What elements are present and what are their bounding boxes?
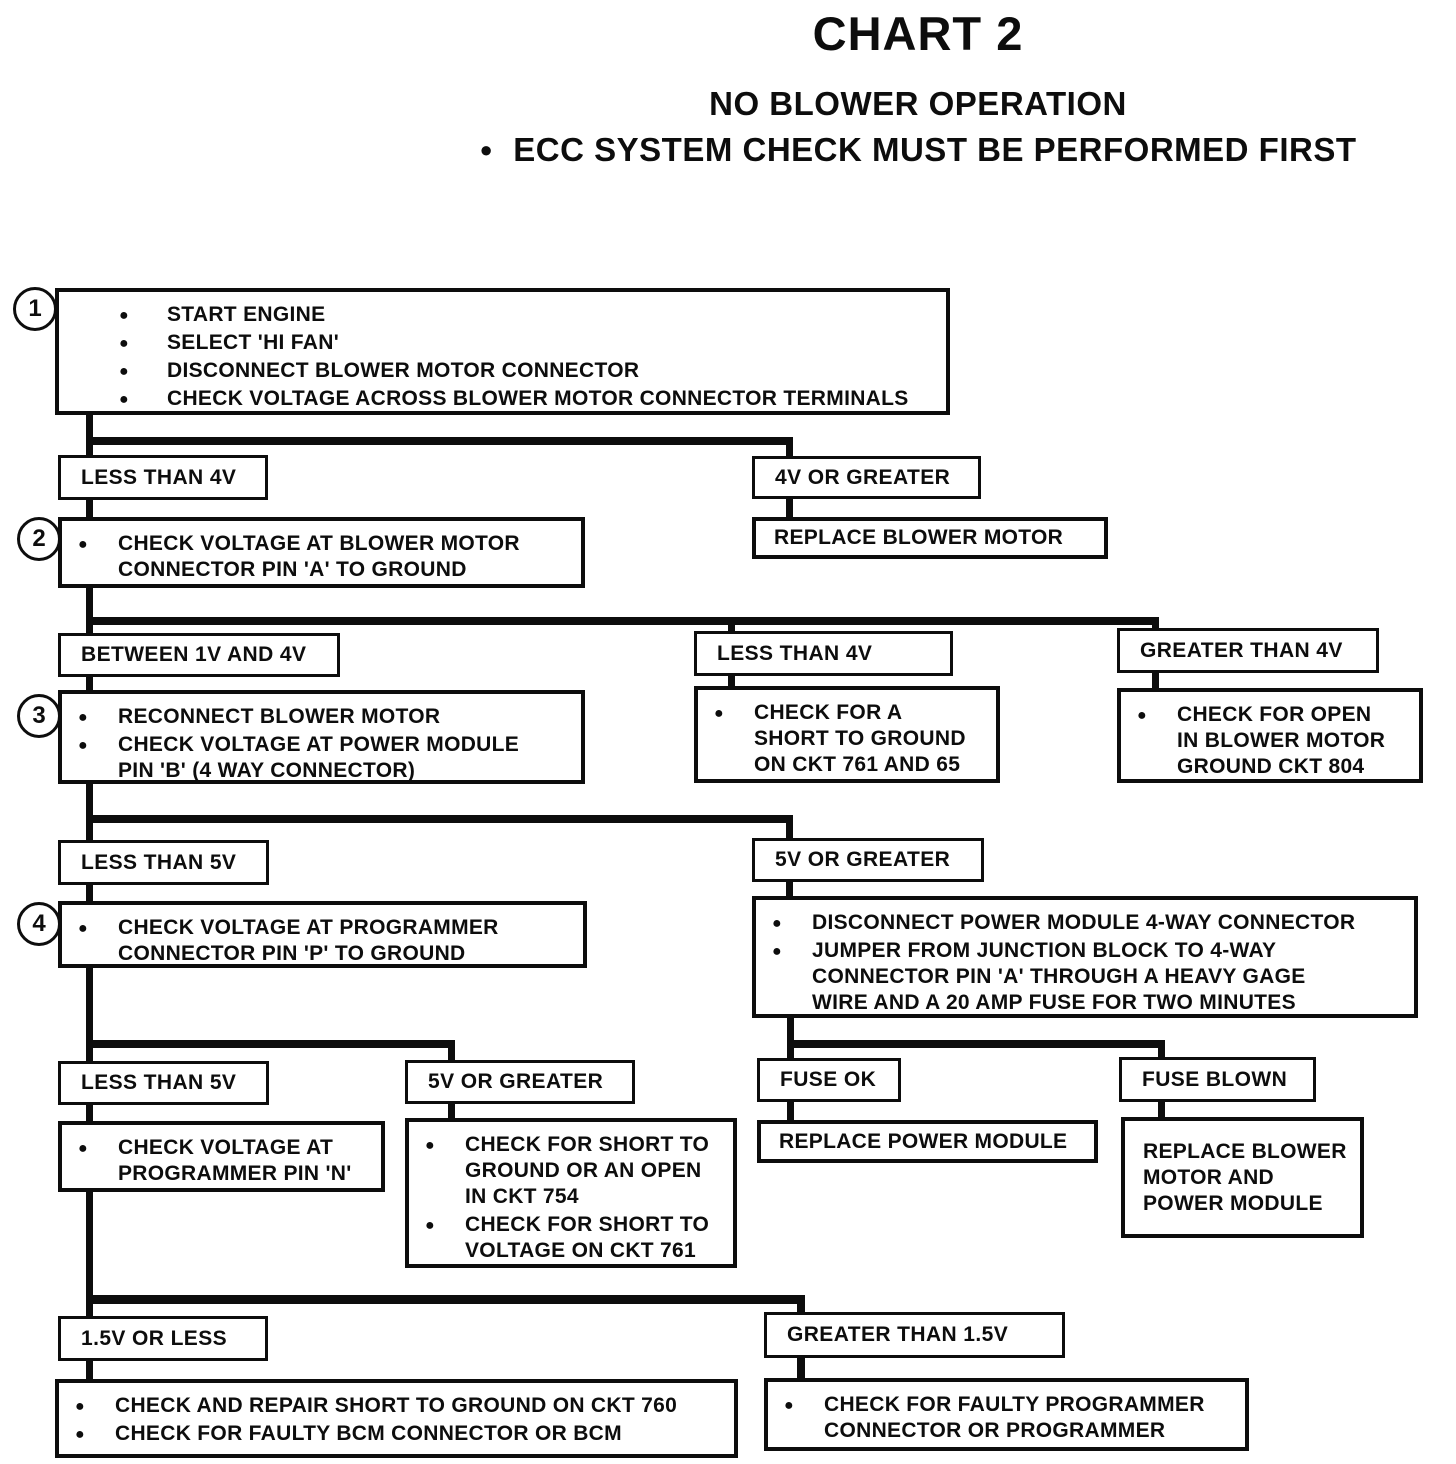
connector-line [86, 815, 793, 823]
node-1-5v-or-less: 1.5V OR LESS [58, 1316, 268, 1361]
node-between-1v-and-4v: BETWEEN 1V AND 4V [58, 633, 340, 677]
step3-item: RECONNECT BLOWER MOTOR [62, 704, 573, 731]
node-open-ckt804: CHECK FOR OPEN IN BLOWER MOTOR GROUND CK… [1117, 688, 1423, 783]
pin-n-list: CHECK VOLTAGE AT PROGRAMMER PIN 'N' [62, 1135, 373, 1187]
node-less-than-4v-mid: LESS THAN 4V [694, 631, 953, 676]
jumper-test-item: DISCONNECT POWER MODULE 4-WAY CONNECTOR [756, 910, 1406, 937]
connector-line [728, 672, 735, 690]
step1-item: DISCONNECT BLOWER MOTOR CONNECTOR [59, 358, 938, 385]
step-number-2: 2 [17, 517, 61, 561]
connector-line [1152, 670, 1159, 692]
jumper-test-item: JUMPER FROM JUNCTION BLOCK TO 4-WAY CONN… [756, 938, 1406, 1016]
programmer-list: CHECK FOR FAULTY PROGRAMMER CONNECTOR OR… [768, 1392, 1237, 1444]
bcm-list: CHECK AND REPAIR SHORT TO GROUND ON CKT … [59, 1393, 726, 1448]
connector-line [86, 966, 93, 1048]
connector-line [1158, 1098, 1165, 1120]
node-less-than-5v-2: LESS THAN 5V [58, 1061, 269, 1105]
connector-line [797, 1355, 805, 1381]
connector-line [728, 617, 735, 635]
step-number-1: 1 [13, 287, 57, 331]
connector-line [787, 1040, 1165, 1048]
step1-item: SELECT 'HI FAN' [59, 330, 938, 357]
step4-list: CHECK VOLTAGE AT PROGRAMMER CONNECTOR PI… [62, 915, 575, 967]
connector-line [86, 586, 93, 626]
connector-line [1158, 1040, 1165, 1060]
connector-line [86, 617, 1159, 625]
connector-line [786, 815, 793, 843]
connector-line [797, 1295, 805, 1315]
node-5v-or-greater: 5V OR GREATER [752, 838, 984, 882]
bcm-item: CHECK AND REPAIR SHORT TO GROUND ON CKT … [59, 1393, 726, 1420]
node-step2: CHECK VOLTAGE AT BLOWER MOTOR CONNECTOR … [58, 517, 585, 588]
jumper-test-list: DISCONNECT POWER MODULE 4-WAY CONNECTOR … [756, 910, 1406, 1016]
step2-item: CHECK VOLTAGE AT BLOWER MOTOR CONNECTOR … [62, 531, 573, 583]
step1-item: START ENGINE [59, 302, 938, 329]
connector-line [1152, 617, 1159, 632]
connector-line [86, 415, 93, 447]
short-ckt761-item: CHECK FOR A SHORT TO GROUND ON CKT 761 A… [698, 700, 988, 778]
connector-line [787, 1016, 794, 1061]
chart-note-text: ECC SYSTEM CHECK MUST BE PERFORMED FIRST [513, 131, 1357, 168]
step-number-3: 3 [17, 694, 61, 738]
node-5v-or-greater-2: 5V OR GREATER [405, 1060, 635, 1104]
node-step3: RECONNECT BLOWER MOTOR CHECK VOLTAGE AT … [58, 690, 585, 784]
ckt754-item: CHECK FOR SHORT TO GROUND OR AN OPEN IN … [409, 1132, 725, 1210]
connector-line [448, 1100, 455, 1121]
node-greater-than-1-5v: GREATER THAN 1.5V [764, 1312, 1065, 1358]
chart-subtitle: NO BLOWER OPERATION [709, 85, 1127, 122]
node-programmer: CHECK FOR FAULTY PROGRAMMER CONNECTOR OR… [764, 1378, 1249, 1451]
ckt754-item: CHECK FOR SHORT TO VOLTAGE ON CKT 761 [409, 1212, 725, 1264]
connector-line [786, 495, 793, 521]
node-jumper-test: DISCONNECT POWER MODULE 4-WAY CONNECTOR … [752, 896, 1418, 1018]
connector-line [86, 1190, 93, 1304]
node-step1: START ENGINE SELECT 'HI FAN' DISCONNECT … [55, 288, 950, 415]
connector-line [86, 1295, 805, 1304]
step1-item: CHECK VOLTAGE ACROSS BLOWER MOTOR CONNEC… [59, 386, 938, 413]
open-ckt804-item: CHECK FOR OPEN IN BLOWER MOTOR GROUND CK… [1121, 702, 1411, 780]
connector-line [86, 783, 93, 823]
node-replace-power-module: REPLACE POWER MODULE [757, 1120, 1098, 1163]
bullet-icon: ● [479, 137, 494, 162]
node-replace-blower-and-power: REPLACE BLOWER MOTOR AND POWER MODULE [1121, 1117, 1364, 1238]
step3-item: CHECK VOLTAGE AT POWER MODULE PIN 'B' (4… [62, 732, 573, 784]
node-fuse-ok: FUSE OK [757, 1058, 901, 1102]
connector-line [787, 1098, 794, 1123]
node-4v-or-greater: 4V OR GREATER [752, 456, 981, 499]
node-greater-than-4v: GREATER THAN 4V [1117, 628, 1379, 673]
step3-list: RECONNECT BLOWER MOTOR CHECK VOLTAGE AT … [62, 704, 573, 784]
connector-line [448, 1040, 455, 1063]
open-ckt804-list: CHECK FOR OPEN IN BLOWER MOTOR GROUND CK… [1121, 702, 1411, 780]
connector-line [86, 437, 793, 445]
connector-line [786, 879, 793, 899]
step2-list: CHECK VOLTAGE AT BLOWER MOTOR CONNECTOR … [62, 531, 573, 583]
chart-note: ● ECC SYSTEM CHECK MUST BE PERFORMED FIR… [380, 131, 1456, 169]
node-replace-blower-motor: REPLACE BLOWER MOTOR [752, 517, 1108, 559]
node-short-ckt761: CHECK FOR A SHORT TO GROUND ON CKT 761 A… [694, 686, 1000, 783]
node-pin-n: CHECK VOLTAGE AT PROGRAMMER PIN 'N' [58, 1121, 385, 1192]
step4-item: CHECK VOLTAGE AT PROGRAMMER CONNECTOR PI… [62, 915, 575, 967]
step-number-4: 4 [17, 902, 61, 946]
programmer-item: CHECK FOR FAULTY PROGRAMMER CONNECTOR OR… [768, 1392, 1237, 1444]
bcm-item: CHECK FOR FAULTY BCM CONNECTOR OR BCM [59, 1421, 726, 1448]
node-ckt754: CHECK FOR SHORT TO GROUND OR AN OPEN IN … [405, 1118, 737, 1268]
node-bcm: CHECK AND REPAIR SHORT TO GROUND ON CKT … [55, 1379, 738, 1458]
node-less-than-4v: LESS THAN 4V [58, 455, 268, 500]
step1-list: START ENGINE SELECT 'HI FAN' DISCONNECT … [59, 302, 938, 413]
node-step4: CHECK VOLTAGE AT PROGRAMMER CONNECTOR PI… [58, 901, 587, 968]
chart-title: CHART 2 [812, 7, 1024, 60]
node-less-than-5v: LESS THAN 5V [58, 840, 269, 885]
chart-header: CHART 2 NO BLOWER OPERATION ● ECC SYSTEM… [380, 6, 1456, 169]
pin-n-item: CHECK VOLTAGE AT PROGRAMMER PIN 'N' [62, 1135, 373, 1187]
connector-line [86, 1040, 455, 1048]
connector-line [786, 437, 793, 459]
ckt754-list: CHECK FOR SHORT TO GROUND OR AN OPEN IN … [409, 1132, 725, 1264]
node-fuse-blown: FUSE BLOWN [1119, 1057, 1316, 1102]
short-ckt761-list: CHECK FOR A SHORT TO GROUND ON CKT 761 A… [698, 700, 988, 778]
